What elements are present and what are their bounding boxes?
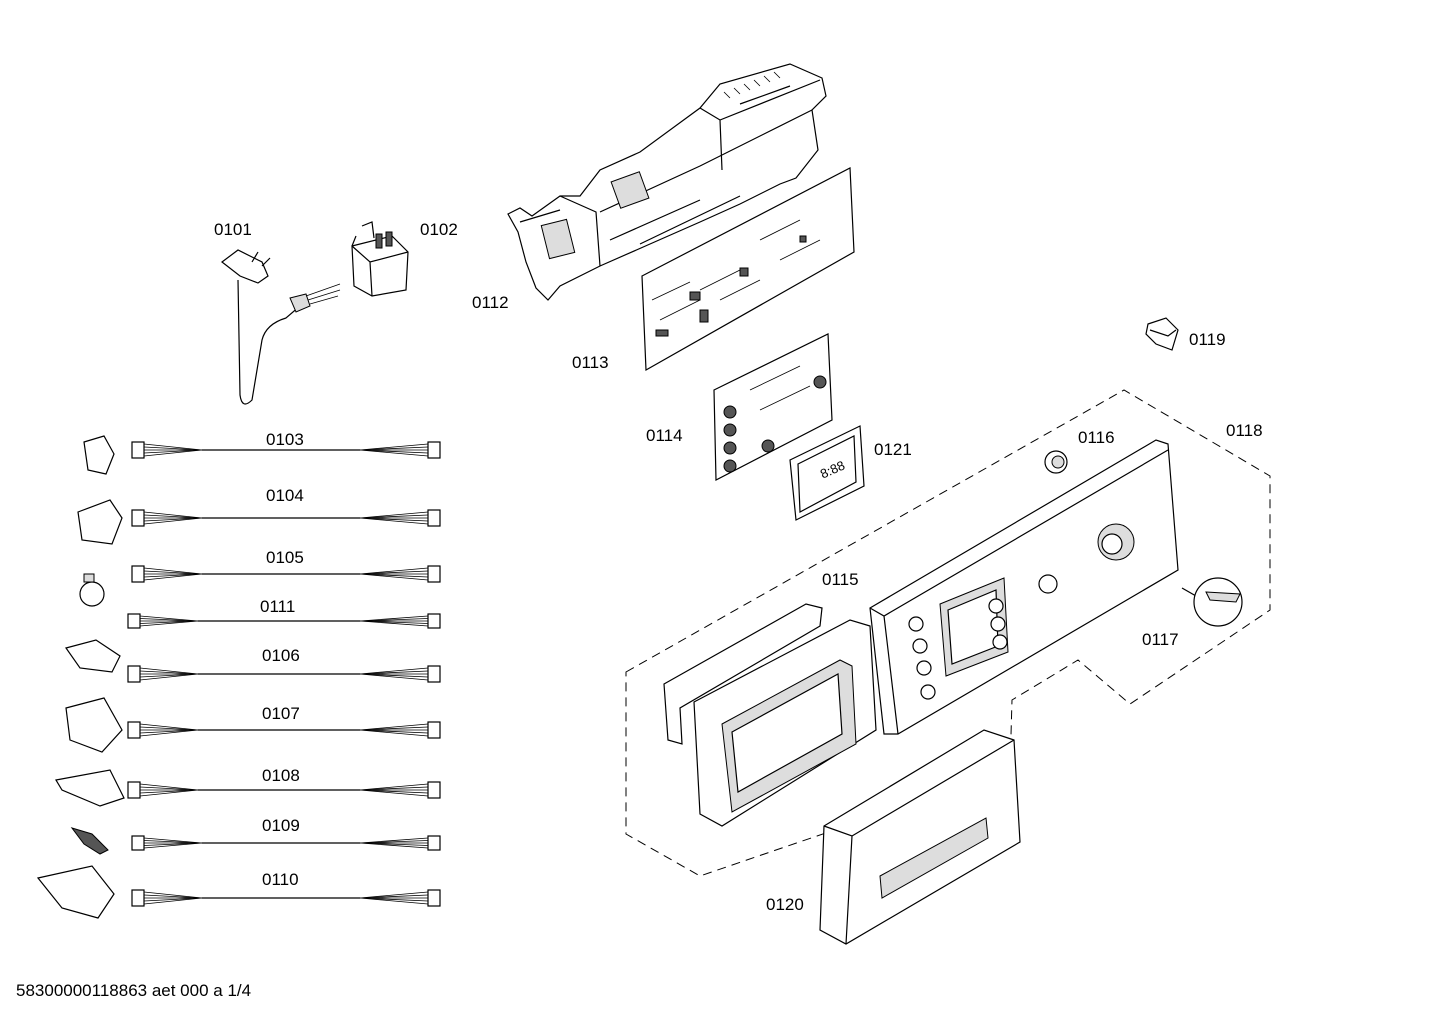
wiring-harness bbox=[127, 613, 441, 629]
part-label-0104: 0104 bbox=[266, 486, 304, 505]
suppressor-filter-drawing bbox=[351, 221, 409, 297]
panel-assembly-outline bbox=[625, 389, 1271, 877]
wiring-harness bbox=[127, 665, 441, 683]
part-label-0116: 0116 bbox=[1078, 428, 1115, 447]
part-label-0121: 0121 bbox=[874, 440, 912, 459]
part-label-0108: 0108 bbox=[262, 766, 300, 785]
part-label-0114: 0114 bbox=[646, 426, 683, 445]
part-label-0118: 0118 bbox=[1226, 421, 1263, 440]
main-pcb-drawing bbox=[641, 167, 855, 372]
part-label-0106: 0106 bbox=[262, 646, 300, 665]
wiring-harness bbox=[131, 441, 441, 459]
drawing-footer-id: 58300000118863 aet 000 a 1/4 bbox=[16, 981, 252, 1000]
part-label-0112: 0112 bbox=[472, 293, 509, 312]
part-label-0110: 0110 bbox=[262, 870, 299, 889]
part-label-0119: 0119 bbox=[1189, 330, 1226, 349]
harness-components bbox=[36, 435, 125, 919]
clip-drawing bbox=[1145, 317, 1179, 351]
selector-insert-drawing bbox=[1044, 450, 1068, 474]
part-label-0107: 0107 bbox=[262, 704, 300, 723]
wiring-harness bbox=[131, 889, 441, 907]
part-label-0109: 0109 bbox=[262, 816, 300, 835]
part-label-0115: 0115 bbox=[822, 570, 859, 589]
part-label-0105: 0105 bbox=[266, 548, 304, 567]
power-cord-drawing bbox=[221, 249, 341, 405]
part-label-0102: 0102 bbox=[420, 220, 458, 239]
wiring-harness bbox=[131, 835, 441, 851]
part-label-0103: 0103 bbox=[266, 430, 304, 449]
drawer-frame-drawing bbox=[663, 603, 877, 827]
part-label-0117: 0117 bbox=[1142, 630, 1179, 649]
wiring-harness bbox=[131, 509, 441, 527]
wiring-harness bbox=[127, 721, 441, 739]
part-label-0111: 0111 bbox=[260, 597, 296, 616]
display-window-drawing bbox=[789, 425, 865, 521]
part-label-0120: 0120 bbox=[766, 895, 804, 914]
part-label-0113: 0113 bbox=[572, 353, 609, 372]
drawer-handle-drawing bbox=[819, 729, 1021, 945]
control-panel-drawing bbox=[869, 439, 1179, 735]
control-housing-drawing bbox=[507, 63, 827, 301]
part-label-0101: 0101 bbox=[214, 220, 252, 239]
wiring-harness bbox=[131, 565, 441, 583]
selector-knob-drawing bbox=[1181, 577, 1243, 627]
wiring-harness bbox=[127, 781, 441, 799]
button-pcb-drawing bbox=[713, 333, 833, 481]
harness-group bbox=[127, 441, 441, 907]
